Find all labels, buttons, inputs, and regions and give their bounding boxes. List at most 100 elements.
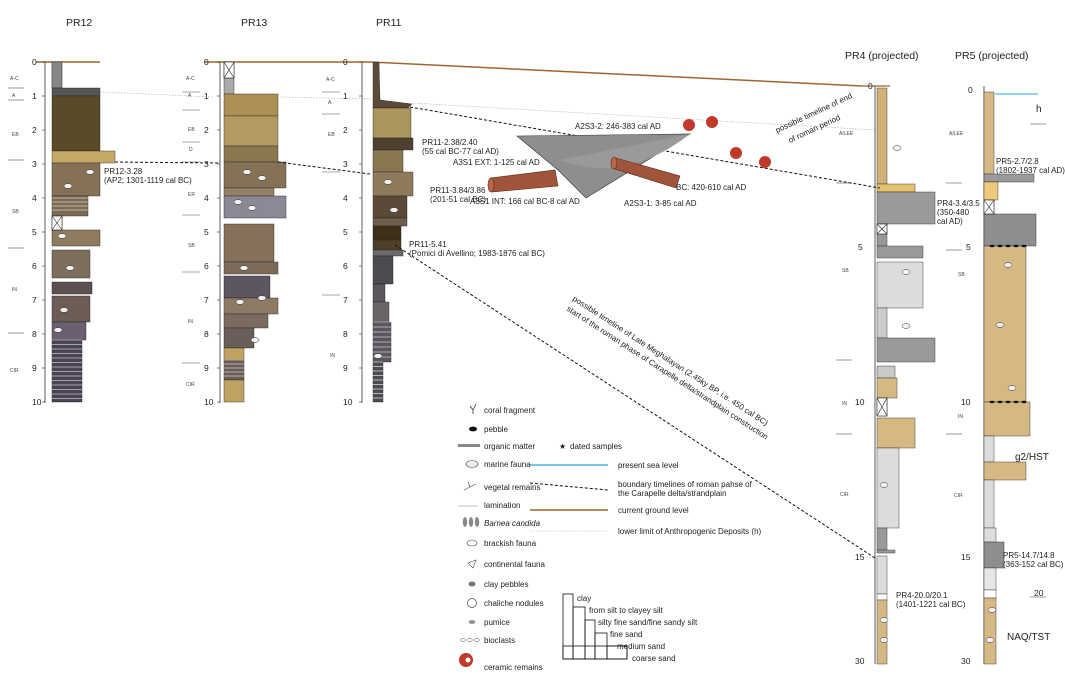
anthropogenic-limit-lines: [99, 91, 876, 131]
unit-labels-pr13: A-C A EB D ER SB IN CIR: [186, 76, 195, 388]
svg-text:IN: IN: [842, 401, 847, 407]
svg-text:ceramic remains: ceramic remains: [484, 663, 543, 672]
svg-text:A: A: [12, 93, 16, 99]
column-title-pr12: PR12: [66, 17, 92, 29]
ticks11-depth-label: 0: [343, 57, 348, 67]
svg-text:IN: IN: [12, 287, 17, 293]
svg-text:A-C: A-C: [10, 76, 19, 82]
pr5-depth-30: 30: [961, 656, 971, 666]
ticks11-depth-label: 6: [343, 261, 348, 271]
legend-pebble: pebble: [469, 425, 509, 434]
column-title-pr4: PR4 (projected): [845, 50, 919, 62]
svg-text:(55 cal BC-77 cal AD): (55 cal BC-77 cal AD): [422, 147, 499, 156]
legend-vegetal: vegetal remains: [463, 481, 540, 492]
legend-marine: marine fauna: [465, 460, 531, 469]
pr4-samples: PR4-3.4/3.5 (350-480 cal AD) PR4-20.0/20…: [896, 199, 980, 609]
svg-text:(350-480: (350-480: [937, 208, 970, 217]
label-h: h: [1036, 104, 1042, 115]
svg-text:lower limit of Anthropogenic D: lower limit of Anthropogenic Deposits (h…: [618, 527, 762, 536]
svg-text:D: D: [189, 147, 193, 153]
wood-log-1: [487, 169, 559, 193]
svg-text:dated samples: dated samples: [570, 442, 622, 451]
svg-text:PR11-3.84/3.86: PR11-3.84/3.86: [430, 186, 486, 195]
pr4-depth-15: 15: [855, 552, 865, 562]
legend-bioclasts: bioclasts: [460, 636, 515, 645]
column-title-pr5: PR5 (projected): [955, 50, 1029, 62]
pr5-depth-15: 15: [961, 552, 971, 562]
ticks11-depth-label: 9: [343, 363, 348, 373]
svg-text:A3S1 EXT: 1-125 cal AD: A3S1 EXT: 1-125 cal AD: [453, 158, 540, 167]
svg-text:★: ★: [559, 442, 566, 451]
ticks13-depth-label: 5: [204, 227, 209, 237]
ticks12-depth-label: 3: [32, 159, 37, 169]
ticks13-depth-label: 0: [204, 57, 209, 67]
pr5-pebbles: [989, 244, 1027, 404]
svg-text:CIR: CIR: [840, 492, 849, 498]
pr13-laminations: [224, 359, 244, 377]
log-pr13: [223, 61, 287, 403]
svg-text:A-C: A-C: [326, 77, 335, 83]
pr4-depth-30: 30: [855, 656, 865, 666]
ticks13-depth-label: 9: [204, 363, 209, 373]
ticks12-depth-label: 10: [32, 397, 42, 407]
svg-text:present sea level: present sea level: [618, 461, 679, 470]
svg-text:clay pebbles: clay pebbles: [484, 580, 528, 589]
svg-text:PR5-2.7/2.8: PR5-2.7/2.8: [996, 157, 1039, 166]
column-title-pr13: PR13: [241, 17, 267, 29]
svg-text:pumice: pumice: [484, 618, 510, 627]
pr5-depth-0: 0: [968, 85, 973, 95]
ticks13-depth-label: 8: [204, 329, 209, 339]
pr5-depth-5: 5: [966, 242, 971, 252]
svg-text:PR4-3.4/3.5: PR4-3.4/3.5: [937, 199, 980, 208]
svg-text:PR4-20.0/20.1: PR4-20.0/20.1: [896, 591, 948, 600]
svg-text:organic matter: organic matter: [484, 442, 535, 451]
unit-separators: [8, 87, 1046, 598]
roman-boundary-timelines: [114, 106, 881, 559]
svg-text:(AP2; 1301-1119 cal BC): (AP2; 1301-1119 cal BC): [104, 176, 192, 185]
ticks13-depth-label: 4: [204, 193, 209, 203]
svg-text:CIR: CIR: [10, 368, 19, 374]
svg-text:EB: EB: [328, 132, 335, 138]
ground-level-lines: [36, 61, 890, 87]
svg-text:(1802-1937 cal AD): (1802-1937 cal AD): [996, 166, 1065, 175]
svg-text:A/LEE: A/LEE: [839, 131, 854, 137]
svg-text:start of the roman phase of Ca: start of the roman phase of Carapelle de…: [565, 304, 770, 441]
ticks13-depth-label: 1: [204, 91, 209, 101]
svg-text:coral fragment: coral fragment: [484, 406, 536, 415]
legend-dated: ★ dated samples: [559, 442, 622, 451]
ticks11-depth-label: 10: [343, 397, 353, 407]
svg-text:(1401-1221 cal BC): (1401-1221 cal BC): [896, 600, 966, 609]
svg-text:20: 20: [1034, 588, 1044, 598]
svg-text:SB: SB: [842, 268, 849, 274]
ticks13-depth-label: 6: [204, 261, 209, 271]
ticks11-depth-label: 1: [343, 91, 348, 101]
log-pr5: [983, 91, 1037, 665]
grain-coarse-sand: coarse sand: [632, 654, 676, 663]
label-naq-tst: NAQ/TST: [1007, 632, 1050, 643]
grain-silty-fine-sand: silty fine sand/fine sandy silt: [598, 618, 698, 627]
legend-sea-level: present sea level: [530, 461, 679, 470]
svg-text:boundary timelines of roman pa: boundary timelines of roman pahse of: [618, 480, 753, 489]
svg-text:(201-51 cal BC): (201-51 cal BC): [430, 195, 486, 204]
ticks11-depth-label: 8: [343, 329, 348, 339]
pr12-sample: PR12-3.28 (AP2; 1301-1119 cal BC): [104, 167, 192, 185]
svg-text:current ground level: current ground level: [618, 506, 689, 515]
svg-text:PR5-14.7/14.8: PR5-14.7/14.8: [1003, 551, 1055, 560]
svg-text:A2S3-1: 3-85 cal AD: A2S3-1: 3-85 cal AD: [624, 199, 697, 208]
svg-text:the Carapelle delta/strandplai: the Carapelle delta/strandplain: [618, 489, 727, 498]
legend-lamination: lamination: [458, 501, 520, 510]
column-title-pr11: PR11: [376, 17, 402, 29]
svg-text:PR11-5.41: PR11-5.41: [409, 240, 447, 249]
legend-brackish: brackish fauna: [466, 539, 537, 548]
grain-fine-sand: fine sand: [610, 630, 642, 639]
svg-text:marine fauna: marine fauna: [484, 460, 531, 469]
ticks12-depth-label: 2: [32, 125, 37, 135]
pr11-laminations: [373, 321, 391, 399]
svg-text:A: A: [188, 93, 192, 99]
unit-labels-pr5: A/LEE SB IN CIR: [949, 131, 965, 499]
svg-text:brackish fauna: brackish fauna: [484, 539, 537, 548]
ticks13-depth-label: 2: [204, 125, 209, 135]
pr5-samples: PR5-2.7/2.8 (1802-1937 cal AD) PR5-14.7/…: [996, 157, 1065, 569]
svg-text:vegetal remains: vegetal remains: [484, 483, 540, 492]
